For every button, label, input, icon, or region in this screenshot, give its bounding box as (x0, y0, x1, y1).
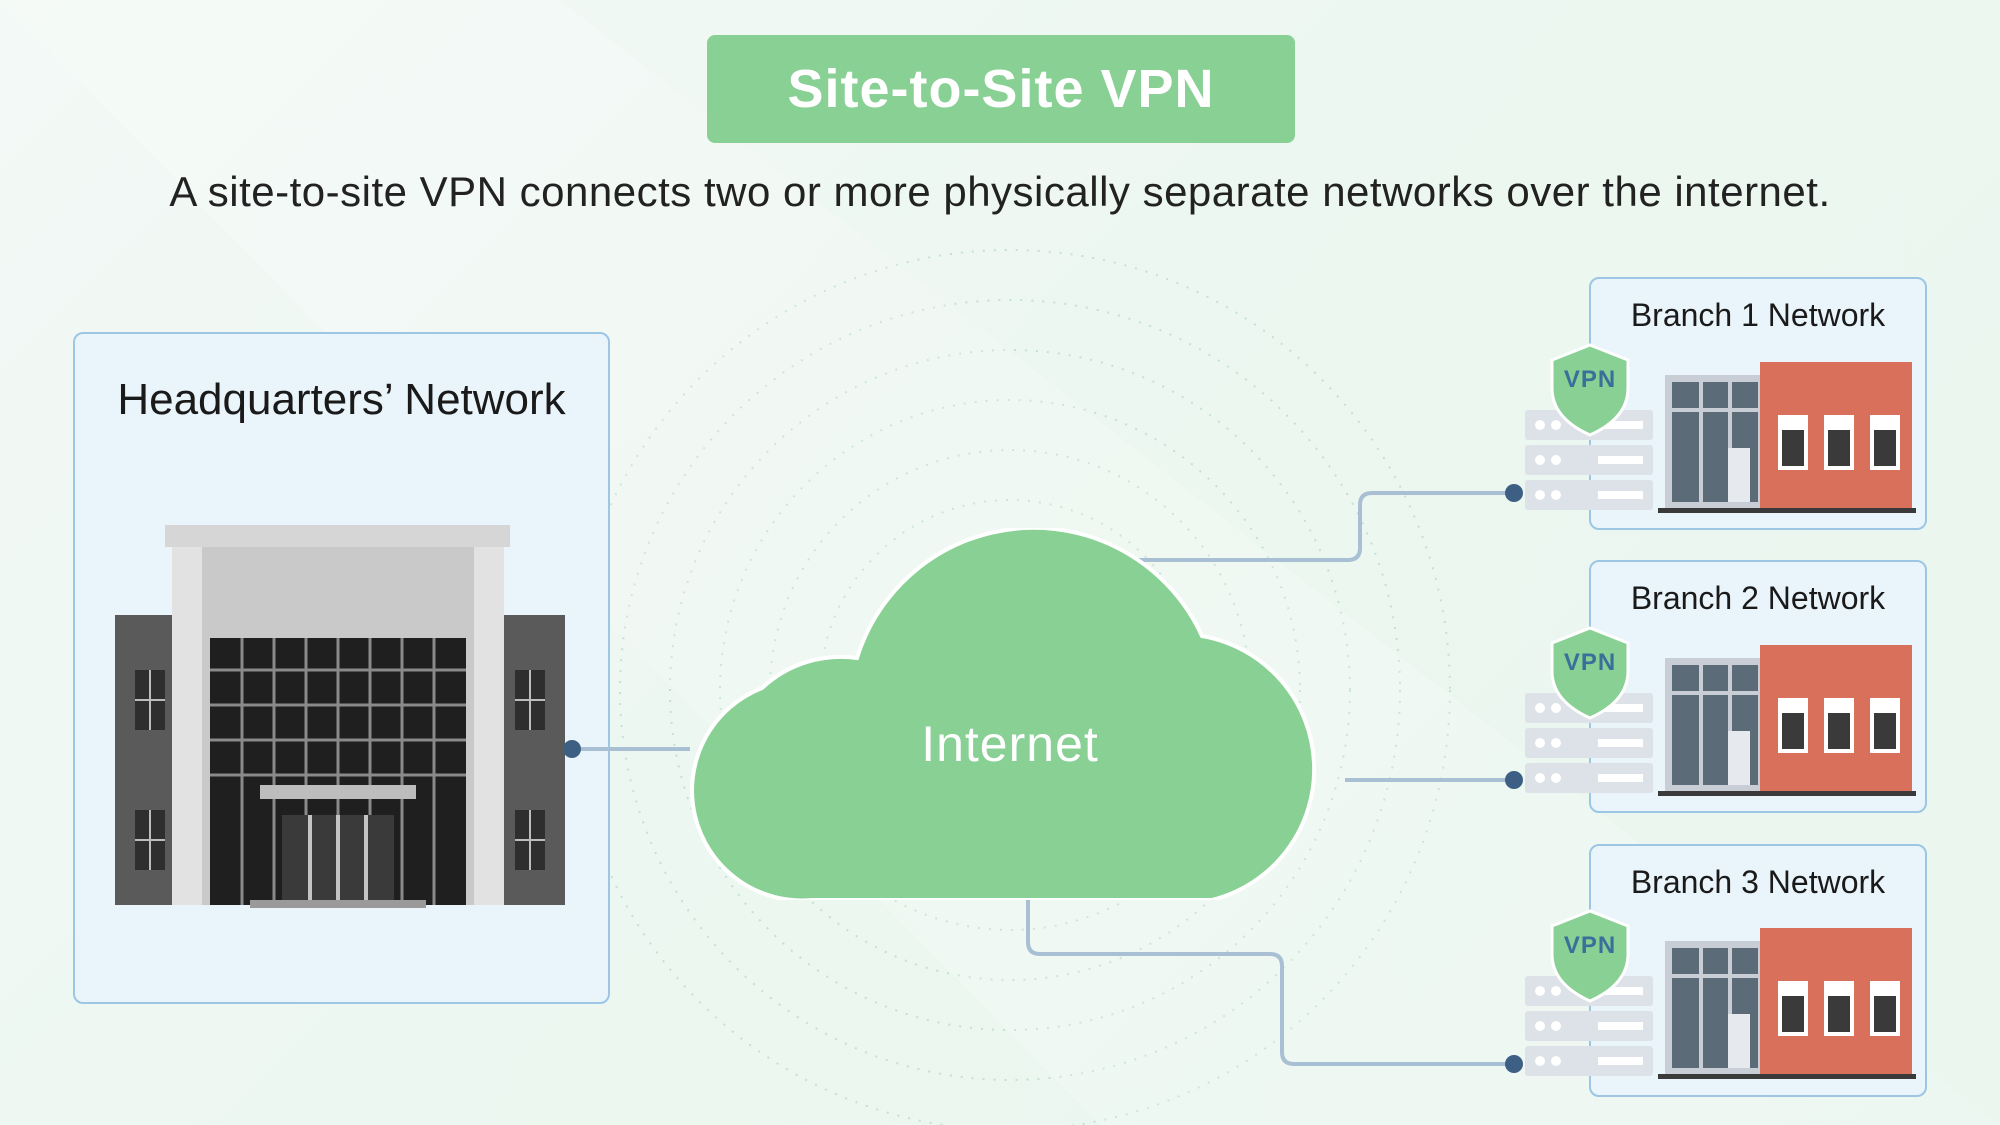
vpn-shield-icon (1550, 909, 1630, 1003)
branch-2-label: Branch 2 Network (1630, 580, 1886, 616)
subtitle: A site-to-site VPN connects two or more … (169, 168, 1831, 215)
branch-1-vpn-badge: VPN (1563, 366, 1617, 393)
branch-2-vpn-badge: VPN (1563, 649, 1617, 676)
headquarters-label: Headquarters’ Network (117, 375, 566, 424)
internet-to-branch-3-line (1026, 900, 1512, 1066)
internet-cloud-icon (690, 528, 1317, 900)
title-banner: Site-to-Site VPN (707, 35, 1295, 143)
branch-3-label: Branch 3 Network (1630, 864, 1886, 900)
branch-building-icon (1658, 645, 1916, 796)
branch-building-icon (1658, 928, 1916, 1079)
branch-2-connector-dot (1505, 771, 1523, 789)
branch-3-vpn-badge: VPN (1563, 932, 1617, 959)
branch-1-label: Branch 1 Network (1630, 297, 1886, 333)
branch-3-illustration (1525, 909, 1916, 1079)
internet-label: Internet (921, 716, 1099, 772)
hq-connector-dot (563, 740, 581, 758)
internet-to-branch-1-line (1130, 491, 1512, 562)
vpn-shield-icon (1550, 626, 1630, 720)
branch-2-illustration (1525, 626, 1916, 796)
branch-building-icon (1658, 362, 1916, 513)
branch-3-connector-dot (1505, 1055, 1523, 1073)
page-title: Site-to-Site VPN (787, 59, 1215, 119)
headquarters-building-icon (115, 525, 565, 908)
vpn-shield-icon (1550, 343, 1630, 437)
branch-1-illustration (1525, 343, 1916, 513)
branch-1-connector-dot (1505, 484, 1523, 502)
